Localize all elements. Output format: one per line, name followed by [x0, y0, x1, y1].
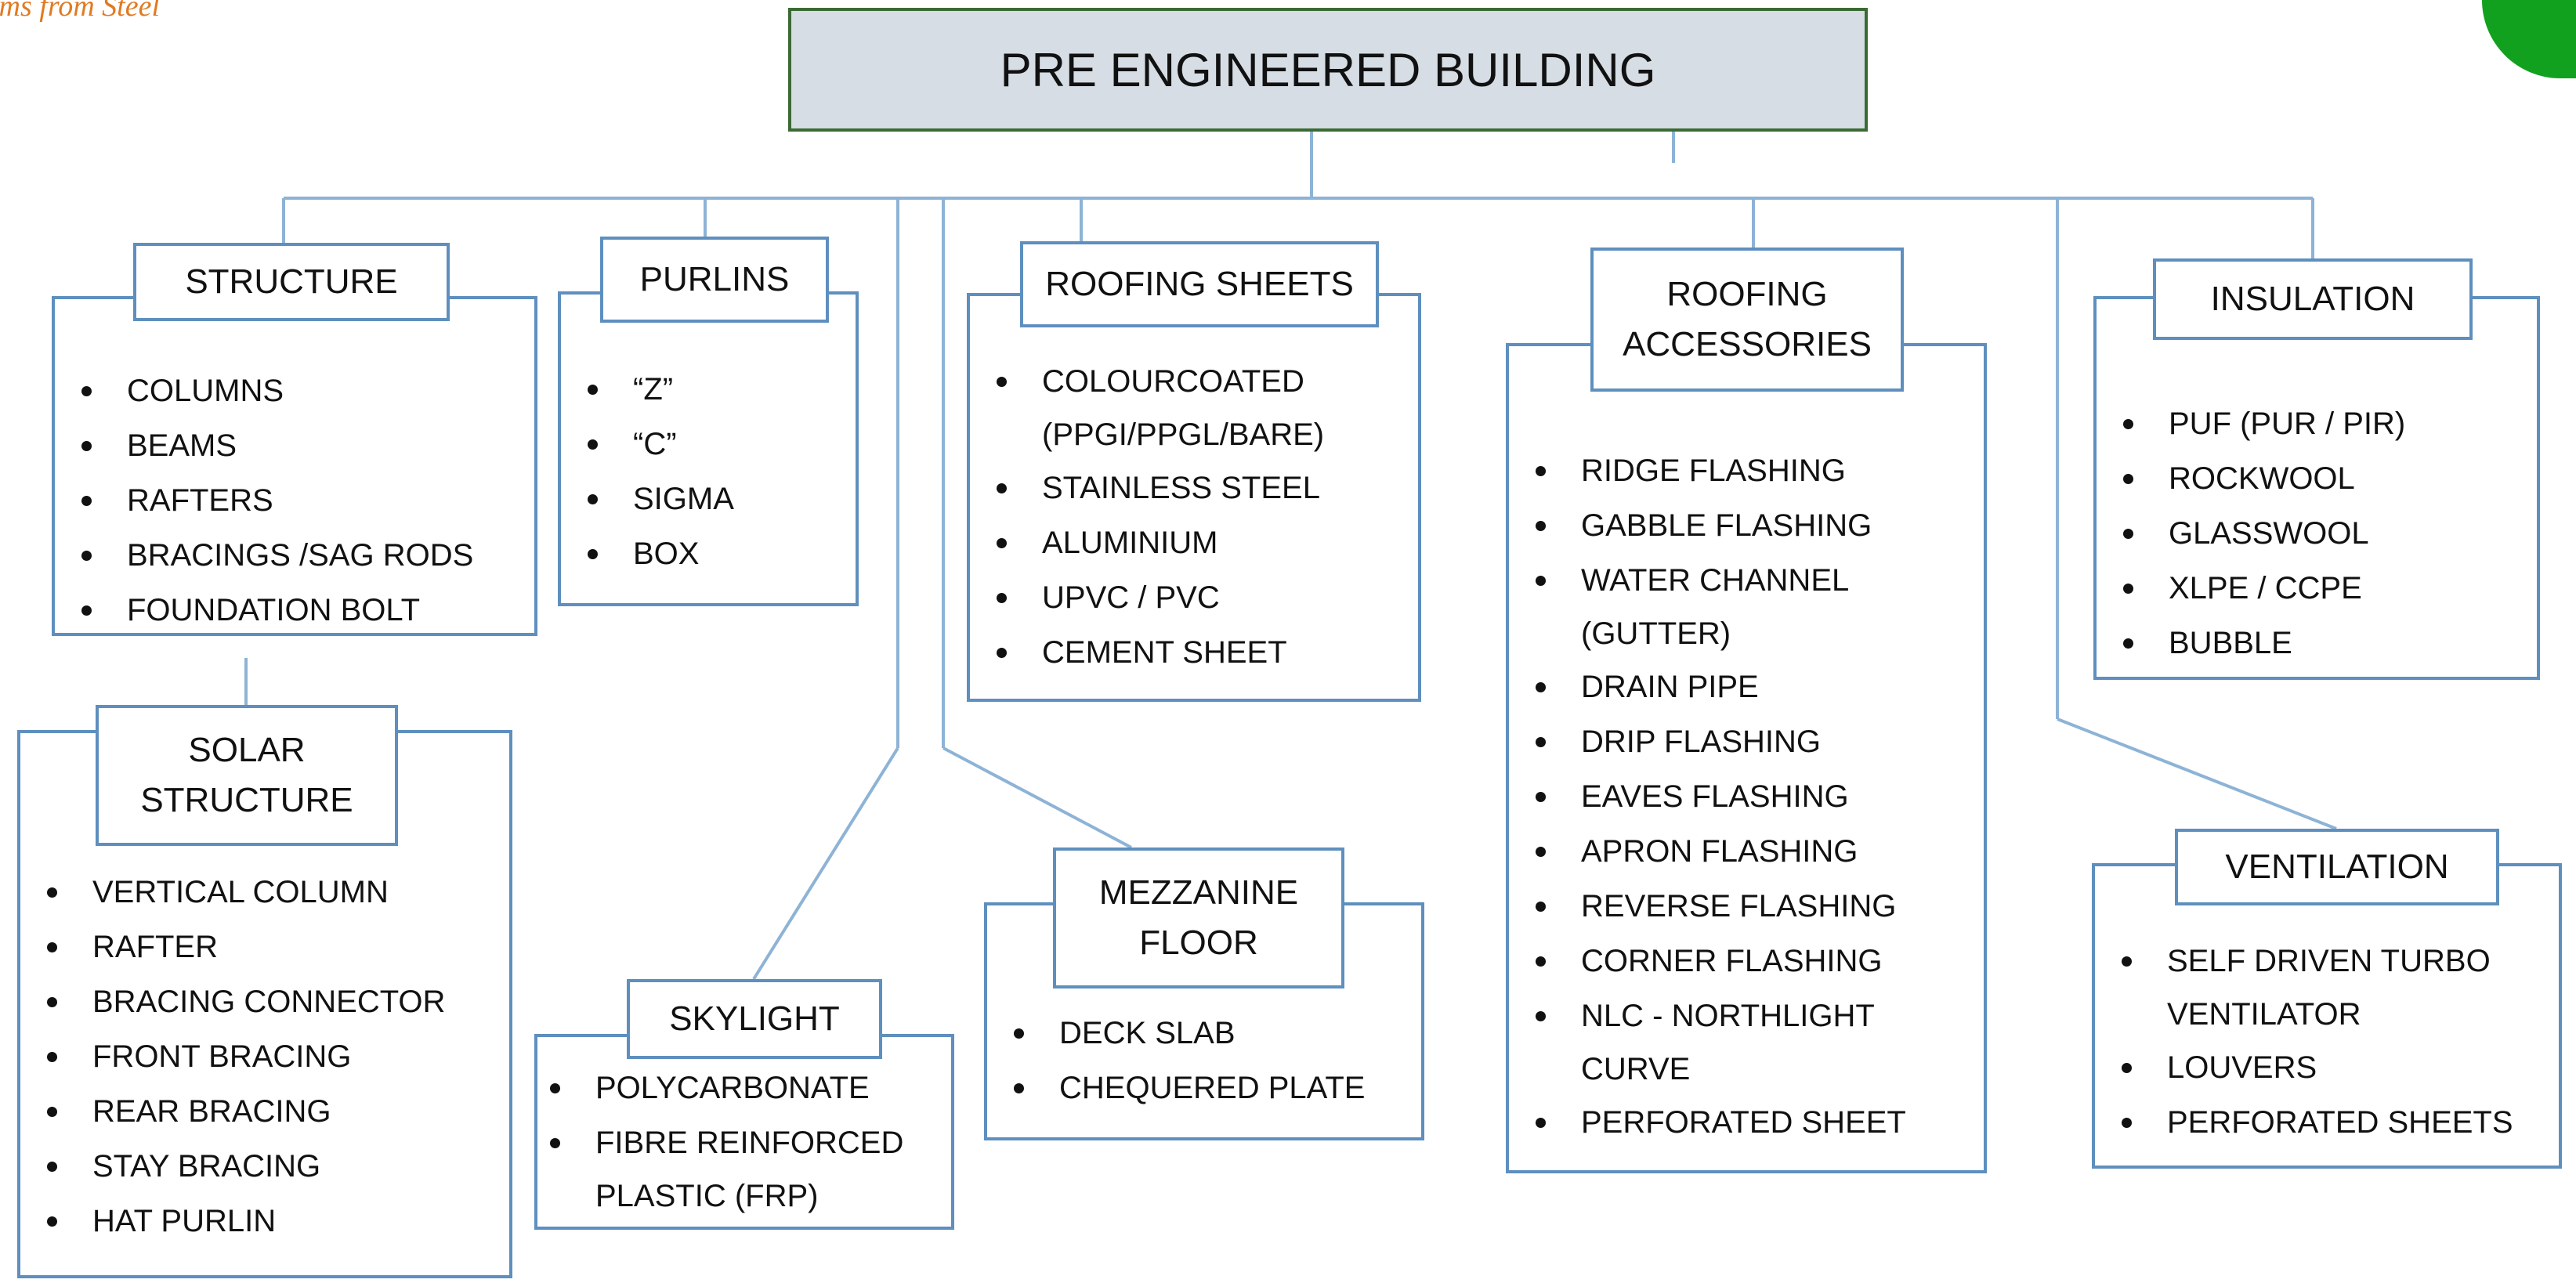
list-item: BRACINGS /SAG RODS: [69, 528, 473, 583]
list-item: LOUVERS: [2109, 1040, 2513, 1095]
list-item: GABBLE FLASHING: [1523, 498, 1906, 553]
list-item: (GUTTER): [1581, 616, 1731, 651]
list-item: CURVE: [1581, 1052, 1691, 1086]
diagram-title: PRE ENGINEERED BUILDING: [788, 8, 1868, 132]
list-item: “Z”: [575, 362, 734, 417]
list-item: BOX: [575, 526, 734, 581]
list-item: PLASTIC (FRP): [595, 1179, 819, 1213]
list-item: PUF (PUR / PIR): [2111, 396, 2405, 451]
list-item: BUBBLE: [2111, 616, 2405, 670]
list-item: RAFTER: [34, 920, 445, 974]
list-item: REAR BRACING: [34, 1084, 445, 1139]
list-item: CHEQUERED PLATE: [1001, 1061, 1365, 1115]
list-item: BRACING CONNECTOR: [34, 974, 445, 1029]
roofing-sheets-box: COLOURCOATED (PPGI/PPGL/BARE) STAINLESS …: [967, 293, 1421, 702]
mezzanine-floor-heading: MEZZANINE FLOOR: [1053, 848, 1344, 988]
skylight-box: POLYCARBONATE FIBRE REINFORCED PLASTIC (…: [534, 1034, 954, 1230]
list-item: GLASSWOOL: [2111, 506, 2405, 561]
purlins-heading: PURLINS: [600, 237, 829, 323]
list-item: ALUMINIUM: [984, 515, 1324, 570]
roofing-accessories-heading: ROOFING ACCESSORIES: [1590, 248, 1904, 392]
insulation-list: PUF (PUR / PIR) ROCKWOOL GLASSWOOL XLPE …: [2111, 396, 2405, 670]
list-item: ROCKWOOL: [2111, 451, 2405, 506]
list-item: COLUMNS: [69, 363, 473, 418]
list-item: PERFORATED SHEETS: [2109, 1095, 2513, 1150]
list-item: APRON FLASHING: [1523, 824, 1906, 879]
list-item: RIDGE FLASHING: [1523, 443, 1906, 498]
list-item: REVERSE FLASHING: [1523, 879, 1906, 934]
list-item: STAINLESS STEEL: [984, 461, 1324, 515]
ventilation-heading: VENTILATION: [2175, 829, 2499, 905]
purlins-list: “Z” “C” SIGMA BOX: [575, 362, 734, 581]
structure-list: COLUMNS BEAMS RAFTERS BRACINGS /SAG RODS…: [69, 363, 473, 638]
list-item: BEAMS: [69, 418, 473, 473]
list-item: XLPE / CCPE: [2111, 561, 2405, 616]
list-item: HAT PURLIN: [34, 1194, 445, 1249]
insulation-heading: INSULATION: [2153, 258, 2473, 340]
list-item: VENTILATOR: [2167, 997, 2361, 1032]
list-item: DRAIN PIPE: [1523, 660, 1906, 714]
list-item: COLOURCOATED: [984, 354, 1324, 409]
list-item: NLC - NORTHLIGHT: [1523, 988, 1906, 1043]
list-item: SELF DRIVEN TURBO: [2109, 934, 2513, 988]
roofing-accessories-list: RIDGE FLASHING GABBLE FLASHING WATER CHA…: [1523, 443, 1906, 1150]
list-item: FOUNDATION BOLT: [69, 583, 473, 638]
list-item: FIBRE REINFORCED: [537, 1115, 903, 1170]
list-item: VERTICAL COLUMN: [34, 865, 445, 920]
insulation-box: PUF (PUR / PIR) ROCKWOOL GLASSWOOL XLPE …: [2093, 296, 2540, 680]
list-item: CEMENT SHEET: [984, 625, 1324, 680]
solar-structure-list: VERTICAL COLUMN RAFTER BRACING CONNECTOR…: [34, 865, 445, 1249]
list-item: CORNER FLASHING: [1523, 934, 1906, 988]
list-item: RAFTERS: [69, 473, 473, 528]
list-item: UPVC / PVC: [984, 570, 1324, 625]
purlins-box: “Z” “C” SIGMA BOX: [558, 291, 859, 606]
list-item: STAY BRACING: [34, 1139, 445, 1194]
list-item: PERFORATED SHEET: [1523, 1095, 1906, 1150]
structure-box: COLUMNS BEAMS RAFTERS BRACINGS /SAG RODS…: [52, 296, 537, 636]
list-item: SIGMA: [575, 472, 734, 526]
list-item: FRONT BRACING: [34, 1029, 445, 1084]
brand-tagline: ims from Steel: [0, 0, 161, 23]
list-item: DRIP FLASHING: [1523, 714, 1906, 769]
list-item: DECK SLAB: [1001, 1006, 1365, 1061]
list-item: “C”: [575, 417, 734, 472]
roofing-sheets-list: COLOURCOATED (PPGI/PPGL/BARE) STAINLESS …: [984, 354, 1324, 680]
list-item: POLYCARBONATE: [537, 1061, 903, 1115]
roofing-sheets-heading: ROOFING SHEETS: [1020, 241, 1379, 327]
list-item: (PPGI/PPGL/BARE): [1042, 417, 1325, 452]
list-item: EAVES FLASHING: [1523, 769, 1906, 824]
skylight-heading: SKYLIGHT: [627, 979, 882, 1059]
ventilation-list: SELF DRIVEN TURBO VENTILATOR LOUVERS PER…: [2109, 934, 2513, 1150]
skylight-list: POLYCARBONATE FIBRE REINFORCED PLASTIC (…: [537, 1061, 903, 1222]
list-item: WATER CHANNEL: [1523, 553, 1906, 608]
ventilation-box: SELF DRIVEN TURBO VENTILATOR LOUVERS PER…: [2092, 863, 2562, 1169]
mezzanine-floor-list: DECK SLAB CHEQUERED PLATE: [1001, 1006, 1365, 1115]
roofing-accessories-box: RIDGE FLASHING GABBLE FLASHING WATER CHA…: [1506, 343, 1987, 1173]
solar-structure-heading: SOLAR STRUCTURE: [96, 705, 398, 846]
structure-heading: STRUCTURE: [133, 243, 450, 321]
